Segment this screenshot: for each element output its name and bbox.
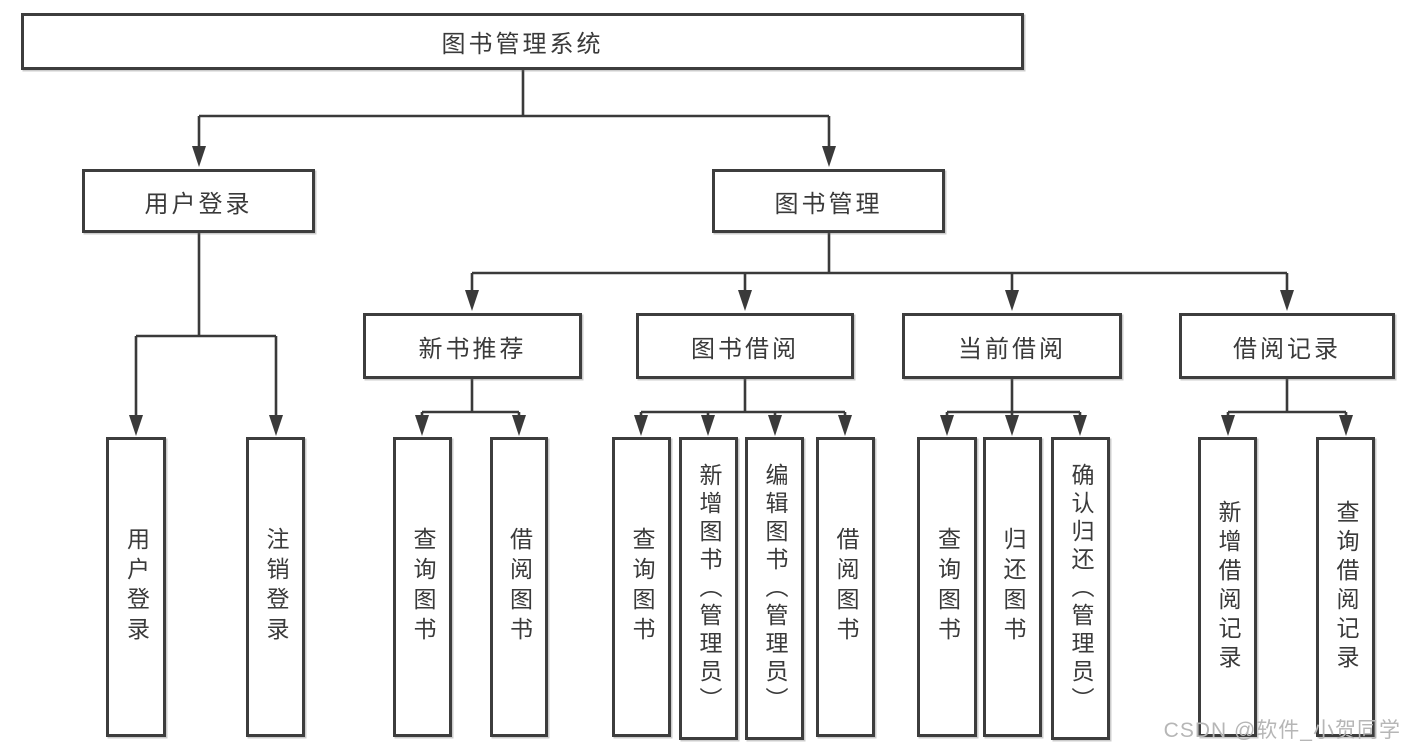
arrow-down-icon — [415, 415, 429, 436]
leaf-query-borrow-record: 查询借阅记录 — [1316, 437, 1375, 737]
leaf-logout-login: 注销登录 — [246, 437, 305, 737]
arrow-down-icon — [269, 415, 283, 436]
leaf-confirm-return-admin: 确认归还（管理员） — [1051, 437, 1110, 740]
node-borrow-record: 借阅记录 — [1179, 313, 1395, 379]
edge-borrow-record-children — [1226, 379, 1348, 421]
watermark: CSDN @软件_小贺同学 — [1163, 719, 1401, 742]
node-label: 图书管理 — [774, 190, 883, 218]
node-label: 查询图书 — [629, 527, 655, 647]
arrow-down-icon — [634, 415, 648, 436]
arrow-down-icon — [1005, 415, 1019, 436]
node-label: 新增图书（管理员） — [696, 462, 722, 715]
connector-edges — [134, 70, 1348, 421]
edge-book-borrow-children — [639, 379, 847, 421]
node-label: 图书借阅 — [691, 335, 799, 363]
node-book-borrow: 图书借阅 — [636, 313, 854, 379]
node-label: 借阅记录 — [1233, 335, 1341, 363]
node-book-management: 图书管理 — [712, 169, 945, 233]
arrow-down-icon — [512, 415, 526, 436]
arrow-down-icon — [738, 290, 752, 311]
node-label: 归还图书 — [1000, 527, 1026, 647]
arrow-down-icon — [129, 415, 143, 436]
node-root: 图书管理系统 — [21, 13, 1024, 70]
node-label: 查询图书 — [410, 527, 436, 647]
node-label: 当前借阅 — [958, 335, 1066, 363]
node-label: 新增借阅记录 — [1215, 500, 1241, 674]
node-label: 新书推荐 — [418, 335, 527, 363]
edge-current-borrow-children — [945, 379, 1082, 421]
arrow-down-icon — [465, 290, 479, 311]
node-label: 用户登录 — [144, 190, 253, 218]
leaf-borrow-books-1: 借阅图书 — [490, 437, 548, 737]
arrow-down-icon — [1339, 415, 1353, 436]
arrow-down-icon — [940, 415, 954, 436]
edge-root-to-level2 — [197, 70, 831, 150]
node-label: 借阅图书 — [833, 527, 859, 647]
node-label: 图书管理系统 — [441, 31, 604, 58]
node-label: 编辑图书（管理员） — [762, 462, 788, 715]
leaf-query-books-3: 查询图书 — [917, 437, 977, 737]
leaf-add-books-admin: 新增图书（管理员） — [679, 437, 738, 740]
arrow-down-icon — [838, 415, 852, 436]
leaf-add-borrow-record: 新增借阅记录 — [1198, 437, 1257, 737]
leaf-query-books-1: 查询图书 — [393, 437, 452, 737]
leaf-user-login: 用户登录 — [106, 437, 166, 737]
edge-book-management-children — [470, 233, 1289, 296]
arrow-down-icon — [822, 146, 836, 167]
arrow-down-icon — [1005, 290, 1019, 311]
node-label: 查询借阅记录 — [1333, 500, 1359, 674]
arrowheads — [129, 146, 1353, 436]
arrow-down-icon — [1073, 415, 1087, 436]
node-label: 注销登录 — [263, 527, 289, 647]
node-label: 查询图书 — [934, 527, 961, 647]
node-current-borrow: 当前借阅 — [902, 313, 1122, 379]
node-label: 用户登录 — [123, 527, 150, 647]
leaf-return-books: 归还图书 — [983, 437, 1042, 737]
leaf-query-books-2: 查询图书 — [612, 437, 671, 737]
arrow-down-icon — [701, 415, 715, 436]
leaf-edit-books-admin: 编辑图书（管理员） — [745, 437, 804, 740]
edge-new-book-recommend-children — [420, 379, 521, 421]
arrow-down-icon — [1221, 415, 1235, 436]
edge-user-login-children — [134, 233, 278, 420]
node-new-book-recommend: 新书推荐 — [363, 313, 582, 379]
leaf-borrow-books-2: 借阅图书 — [816, 437, 875, 737]
arrow-down-icon — [768, 415, 782, 436]
arrow-down-icon — [192, 146, 206, 167]
node-label: 确认归还（管理员） — [1068, 462, 1094, 715]
node-user-login: 用户登录 — [82, 169, 315, 233]
node-label: 借阅图书 — [506, 527, 533, 647]
arrow-down-icon — [1280, 290, 1294, 311]
